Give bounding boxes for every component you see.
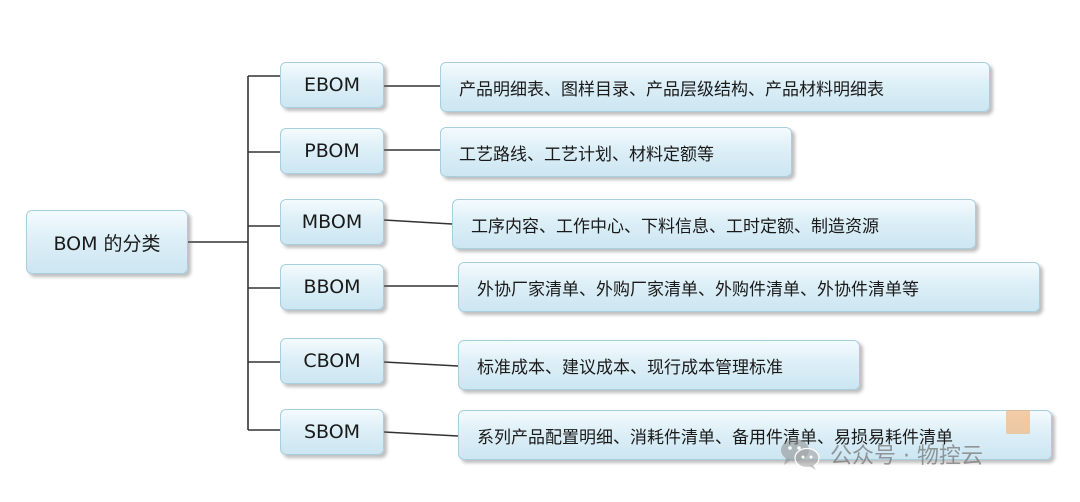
category-label: PBOM: [304, 140, 360, 162]
description-node-cbom: 标准成本、建议成本、现行成本管理标准: [458, 340, 860, 390]
description-node-bbom: 外协厂家清单、外购厂家清单、外购件清单、外协件清单等: [458, 262, 1040, 312]
description-text: 系列产品配置明细、消耗件清单、备用件清单、易损易耗件清单: [477, 427, 953, 448]
category-node-mbom: MBOM: [280, 199, 384, 245]
description-text: 标准成本、建议成本、现行成本管理标准: [477, 357, 783, 378]
category-node-pbom: PBOM: [280, 128, 384, 174]
root-node: BOM 的分类: [26, 210, 188, 274]
decorative-square: [1006, 410, 1030, 434]
link-sbom: [383, 431, 459, 437]
root-label: BOM 的分类: [53, 232, 161, 255]
description-text: 工序内容、工作中心、下料信息、工时定额、制造资源: [471, 216, 879, 237]
description-node-ebom: 产品明细表、图样目录、产品层级结构、产品材料明细表: [440, 62, 990, 112]
category-node-cbom: CBOM: [280, 338, 384, 384]
category-label: BBOM: [303, 276, 361, 298]
category-node-ebom: EBOM: [280, 62, 384, 108]
category-label: CBOM: [303, 350, 361, 372]
category-node-bbom: BBOM: [280, 264, 384, 310]
description-text: 产品明细表、图样目录、产品层级结构、产品材料明细表: [459, 79, 884, 100]
wechat-icon: [781, 439, 820, 470]
watermark-text: 公众号 · 物控云: [830, 444, 983, 469]
watermark: 公众号 · 物控云: [778, 436, 983, 472]
category-label: MBOM: [301, 211, 363, 233]
link-mbom: [383, 219, 453, 225]
category-node-sbom: SBOM: [280, 409, 384, 455]
description-node-mbom: 工序内容、工作中心、下料信息、工时定额、制造资源: [452, 199, 976, 249]
category-label: EBOM: [303, 74, 361, 96]
link-cbom: [383, 361, 459, 367]
category-label: SBOM: [303, 421, 361, 443]
description-node-pbom: 工艺路线、工艺计划、材料定额等: [440, 127, 792, 177]
description-node-sbom: 系列产品配置明细、消耗件清单、备用件清单、易损易耗件清单: [458, 410, 1052, 460]
description-text: 外协厂家清单、外购厂家清单、外购件清单、外协件清单等: [477, 279, 919, 300]
description-text: 工艺路线、工艺计划、材料定额等: [459, 144, 714, 165]
